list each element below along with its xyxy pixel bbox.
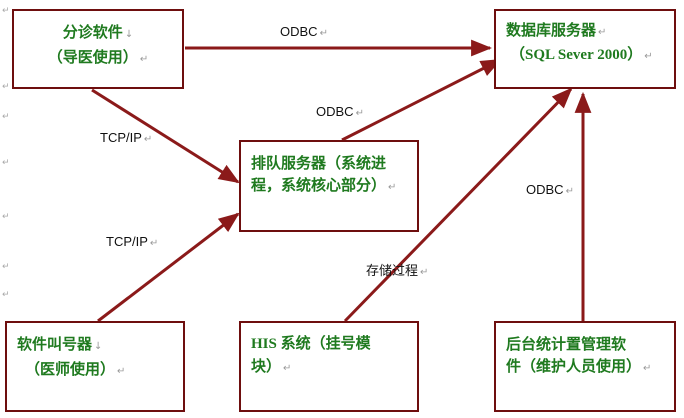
node-label: 程，系统核心部分） [251,176,387,194]
node-label: 数据库服务器 [506,21,597,39]
paragraph-mark: ↵ [643,363,652,374]
node-his-system[interactable]: HIS 系统（挂号模 块）↵ [239,321,419,412]
paragraph-mark: ↵ [2,158,10,168]
node-label: HIS 系统（挂号模 [251,336,371,352]
down-arrow-mark: ↓ [94,341,103,352]
paragraph-mark: ↵ [143,134,153,145]
paragraph-mark: ↵ [598,27,607,38]
node-queue-server[interactable]: 排队服务器（系统进 程，系统核心部分）↵ [239,140,419,232]
node-label: 软件叫号器 [17,335,93,353]
node-label: 块） [251,357,282,375]
edge-label-tcpip: TCP/IP↵ [100,130,153,145]
paragraph-mark: ↵ [420,267,429,278]
paragraph-mark: ↵ [2,6,10,16]
edge-queue-to-db [341,58,502,142]
edge-label-stored-procedure: 存储过程↵ [366,264,429,279]
edge-label-tcpip: TCP/IP↵ [106,234,159,249]
paragraph-mark: ↵ [139,54,149,65]
node-database-server[interactable]: 数据库服务器↵ （SQL Sever 2000）↵ [494,9,676,89]
paragraph-mark: ↵ [2,212,10,222]
node-caller-software[interactable]: 软件叫号器↓ （医师使用）↵ [5,321,185,412]
edge-label-odbc: ODBC↵ [316,104,364,119]
paragraph-mark: ↵ [319,28,328,39]
paragraph-mark: ↵ [2,262,10,272]
node-label: （医师使用） [25,360,116,378]
edge-label-odbc: ODBC↵ [280,24,328,39]
paragraph-mark: ↵ [283,363,292,374]
paragraph-mark: ↵ [149,238,159,249]
paragraph-mark: ↵ [117,366,126,377]
node-label: （导医使用） [47,48,138,66]
paragraph-mark: ↵ [644,51,653,62]
node-label: （SQL Sever 2000） [510,47,643,63]
edge-his-to-db [343,87,573,323]
paragraph-mark: ↵ [2,112,10,122]
node-label: 排队服务器（系统进 [251,154,387,172]
node-admin-software[interactable]: 后台统计置管理软 件（维护人员使用）↵ [494,321,676,412]
paragraph-mark: ↵ [2,290,10,300]
edge-caller-to-queue [97,212,240,323]
down-arrow-mark: ↓ [124,29,134,40]
paragraph-mark: ↵ [565,186,574,197]
edge-triage-to-queue [91,88,240,184]
node-label: 件（维护人员使用） [506,357,642,375]
node-triage-software[interactable]: 分诊软件↓ （导医使用）↵ [12,9,184,89]
edge-label-odbc: ODBC↵ [526,182,574,197]
node-label: 后台统计置管理软 [506,335,627,353]
paragraph-mark: ↵ [388,182,397,193]
paragraph-mark: ↵ [355,108,364,119]
paragraph-mark: ↵ [2,82,10,92]
node-label: 分诊软件 [62,23,123,41]
